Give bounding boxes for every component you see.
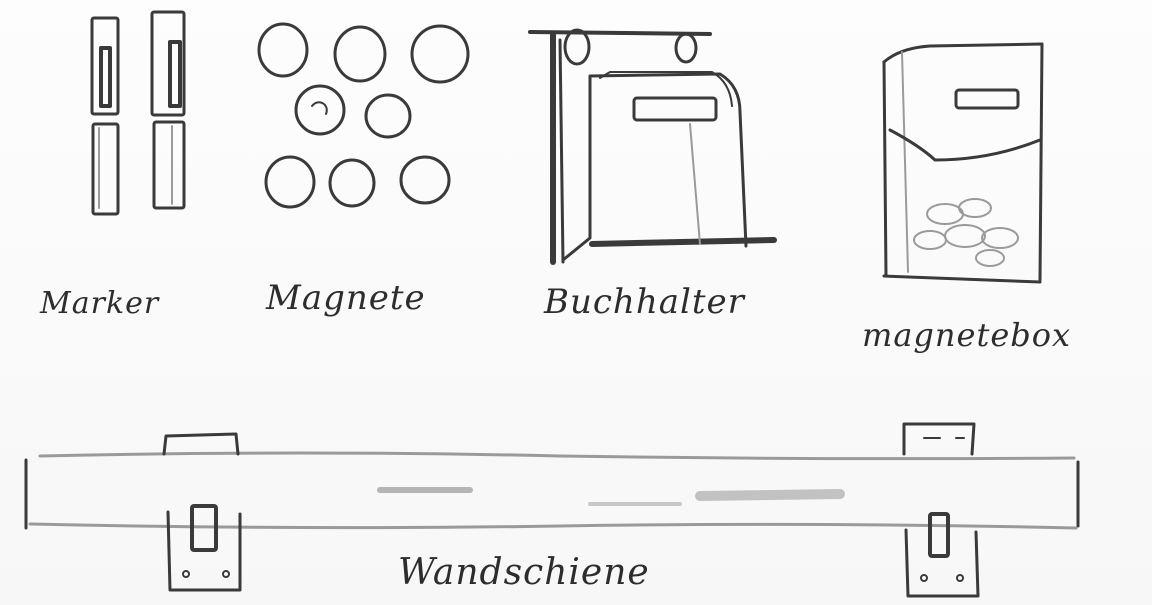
label-buchhalter: Buchhalter	[544, 282, 745, 322]
label-magnete: Magnete	[266, 278, 426, 318]
magnete-cluster	[259, 24, 468, 207]
label-magnetebox: magnetebox	[862, 316, 1071, 354]
marker-left	[92, 18, 118, 214]
label-wandschiene: Wandschiene	[398, 552, 650, 593]
marker-right	[152, 12, 184, 208]
label-marker: Marker	[40, 286, 159, 321]
buchhalter-sketch	[530, 30, 774, 262]
magnetebox-sketch	[884, 44, 1042, 282]
